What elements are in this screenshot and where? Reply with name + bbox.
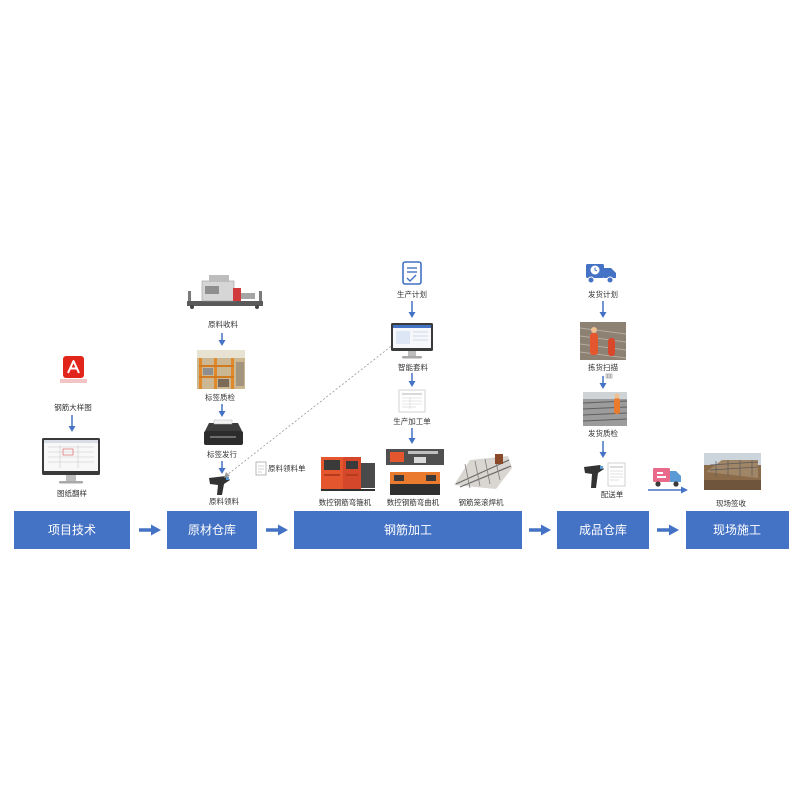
stage-raw-warehouse: 原材仓库 [167,511,257,549]
delivery-note-document-icon [608,463,625,486]
label-site-sign-off: 现场签收 [716,498,746,508]
label-detail-drawing: 钢筋大样图 [54,402,92,412]
label-machine-cage-welder: 钢筋笼滚焊机 [459,497,504,507]
label-picking-slip: 原料领料单 [268,463,306,473]
checklist-icon [403,262,421,284]
pick-scan-photo [580,322,626,360]
label-delivery-note: 配送单 [601,489,624,499]
label-label-issue: 标签发行 [207,449,237,459]
label-printer-icon [204,420,243,445]
stage-label-finished-warehouse: 成品仓库 [579,522,627,537]
work-order-document-icon [399,390,425,412]
label-drawing-layout: 图纸翻样 [57,488,87,498]
warehouse-photo [197,350,245,389]
stage-label-raw-warehouse: 原材仓库 [188,522,236,537]
stage-site: 现场施工 [686,511,789,549]
label-production-plan: 生产计划 [397,289,427,299]
stage-label-project-tech: 项目技术 [48,523,96,537]
label-raw-receiving: 原料收料 [208,319,238,329]
stage-project-tech: 项目技术 [14,511,130,549]
label-shipping-plan: 发货计划 [588,289,618,299]
label-label-qc: 标签质检 [205,392,235,402]
label-machine-stirrup-bender: 数控钢筋弯箍机 [319,497,372,507]
label-smart-nesting: 智能套料 [398,362,428,372]
shipping-qc-photo [583,392,627,426]
label-machine-rebar-bender: 数控钢筋弯曲机 [387,497,440,507]
stage-finished-warehouse: 成品仓库 [557,511,649,549]
picking-slip-document-icon [256,462,266,475]
label-pick-scan: 拣货扫描 [588,362,618,372]
site-photo [704,453,761,490]
cnc-rebar-bender-image [386,449,444,495]
stage-processing: 钢筋加工 [294,511,522,549]
barcode-mini-icon [606,374,612,378]
stage-label-processing: 钢筋加工 [384,522,432,537]
label-shipping-qc: 发货质检 [588,428,618,438]
stage-label-site: 现场施工 [713,523,761,537]
label-raw-picking: 原料领料 [209,496,239,506]
label-work-order: 生产加工单 [393,416,431,426]
